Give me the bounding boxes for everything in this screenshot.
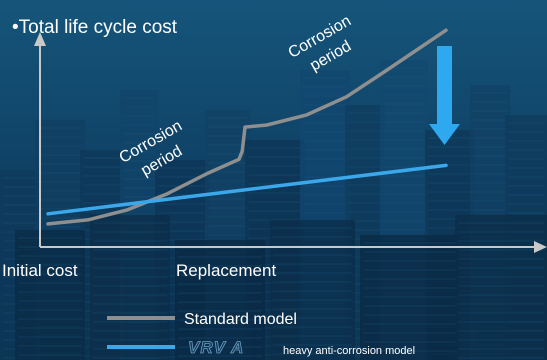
arrow-head [429, 124, 460, 145]
y-axis-arrowhead [34, 32, 46, 46]
background-building [455, 215, 547, 360]
vrv-a-logo: VRV A [188, 338, 244, 357]
background-building [175, 240, 265, 360]
series-line-standard-model [46, 28, 448, 226]
x-label-replacement: Replacement [176, 261, 276, 280]
chart-title: •Total life cycle cost [12, 17, 178, 38]
background-building [90, 215, 170, 360]
series-line-anticorrosion-model [46, 163, 448, 216]
cost-reduction-arrow [429, 46, 460, 145]
arrow-shaft [437, 46, 452, 126]
background-building [360, 235, 460, 360]
background-building [270, 220, 355, 360]
legend: Standard model VRV A heavy anti-corrosio… [107, 311, 415, 357]
series-layer [46, 28, 448, 226]
x-label-initial-cost: Initial cost [2, 261, 78, 280]
background-building [15, 230, 85, 360]
legend-label-standard: Standard model [184, 311, 297, 328]
chart-axes [34, 32, 547, 253]
x-axis-arrowhead [534, 241, 547, 253]
legend-label-anticorrosion: heavy anti-corrosion model [283, 345, 415, 357]
